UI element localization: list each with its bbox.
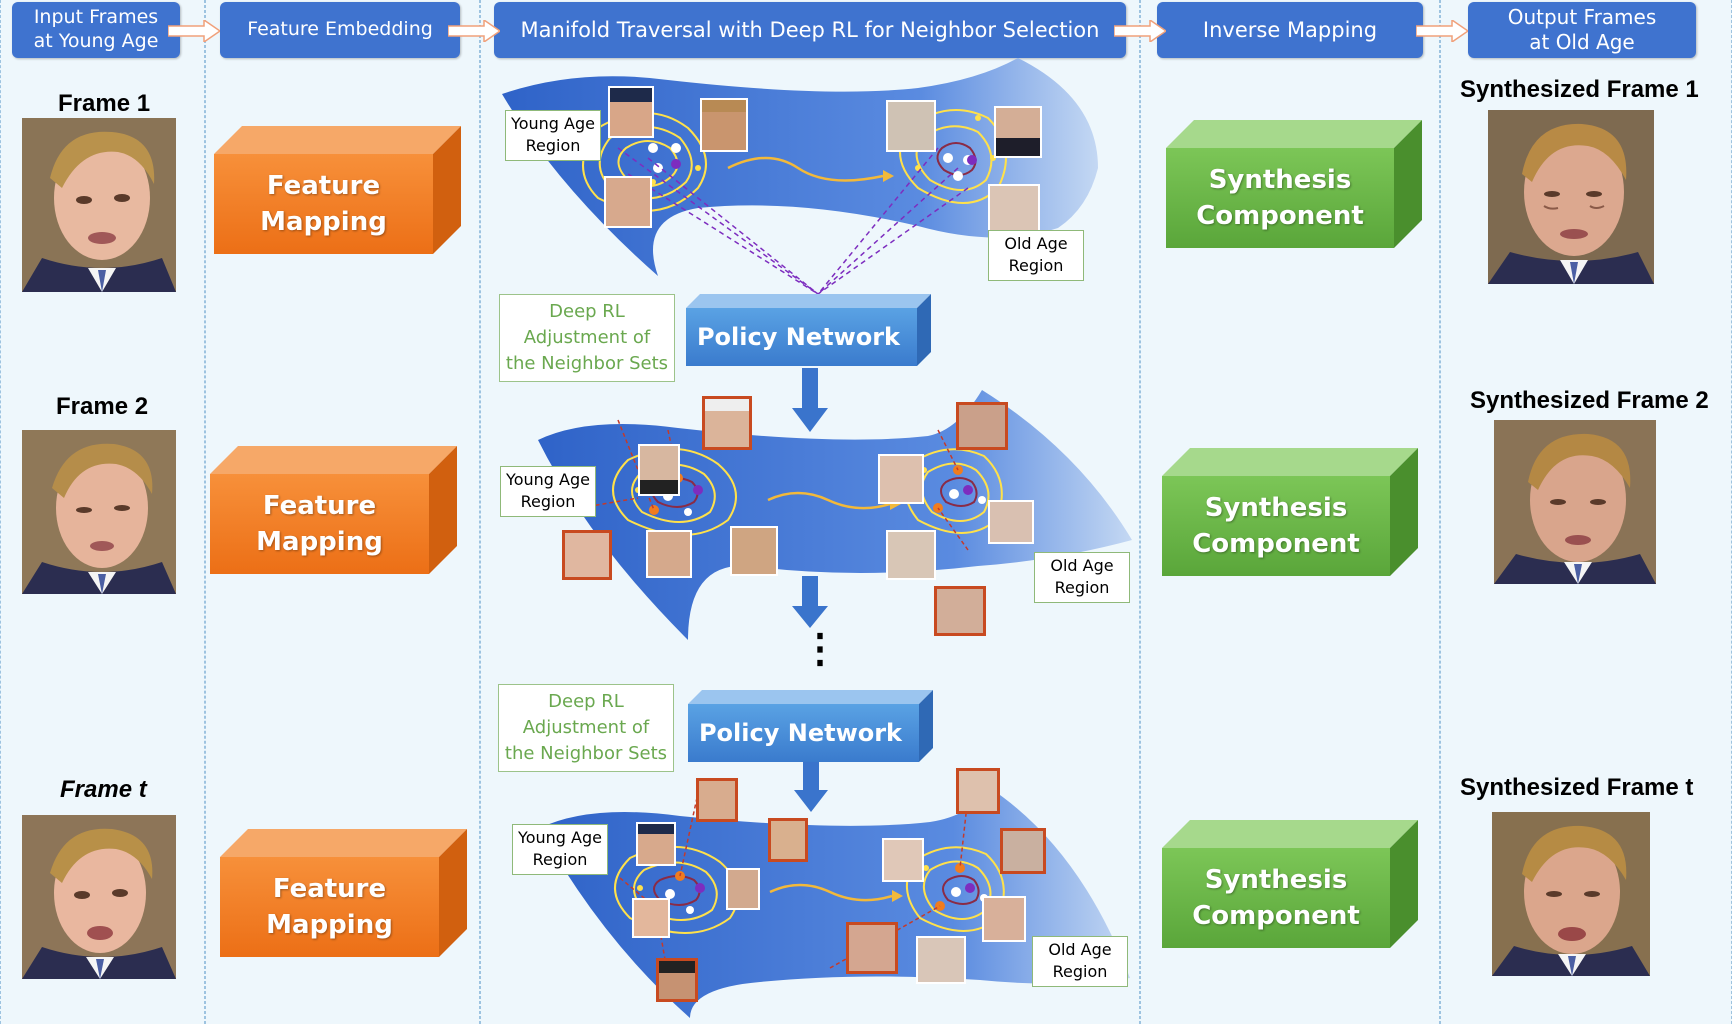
manifold-1 bbox=[502, 58, 1098, 295]
manifold-2 bbox=[538, 390, 1132, 640]
neighbor-face bbox=[886, 530, 936, 580]
neighbor-face bbox=[656, 958, 698, 1002]
output-face-frame-t bbox=[1492, 812, 1650, 976]
deep-rl-note-2: Deep RL Adjustment of the Neighbor Sets bbox=[498, 684, 674, 772]
neighbor-face bbox=[730, 526, 778, 576]
down-arrow-1 bbox=[792, 368, 828, 432]
neighbor-face bbox=[768, 818, 808, 862]
ellipsis-dots: ⋮ bbox=[800, 627, 840, 671]
policy-network-1: Policy Network bbox=[686, 294, 931, 366]
neighbor-face bbox=[982, 896, 1026, 942]
frame-2-title: Frame 2 bbox=[56, 393, 149, 420]
synthesized-frame-2-title: Synthesized Frame 2 bbox=[1470, 387, 1709, 414]
frame-t-title: Frame t bbox=[60, 776, 147, 803]
header-inverse-mapping: Inverse Mapping bbox=[1157, 2, 1423, 58]
neighbor-face bbox=[886, 100, 936, 152]
neighbor-face bbox=[632, 898, 670, 938]
feature-mapping-box-1: Feature Mapping bbox=[214, 126, 461, 256]
neighbor-face bbox=[846, 922, 898, 974]
down-arrow-3 bbox=[794, 762, 828, 812]
feature-mapping-box-2: Feature Mapping bbox=[210, 446, 457, 576]
synthesis-component-box-2: Synthesis Component bbox=[1162, 448, 1418, 578]
neighbor-face bbox=[988, 184, 1040, 236]
neighbor-face bbox=[934, 586, 986, 636]
deep-rl-note-1: Deep RL Adjustment of the Neighbor Sets bbox=[499, 294, 675, 382]
header-arrow-1 bbox=[168, 20, 220, 42]
input-face-frame-t bbox=[22, 815, 176, 979]
old-age-region-label-2: Old Age Region bbox=[1034, 552, 1130, 603]
young-age-region-label-1: Young Age Region bbox=[505, 110, 601, 161]
header-input-frames: Input Frames at Young Age bbox=[12, 2, 180, 58]
output-face-frame-1 bbox=[1488, 110, 1654, 284]
neighbor-face bbox=[988, 500, 1034, 544]
policy-network-2: Policy Network bbox=[688, 690, 933, 762]
manifold-3 bbox=[540, 768, 1130, 1018]
header-output-frames: Output Frames at Old Age bbox=[1468, 2, 1696, 58]
neighbor-face bbox=[916, 936, 966, 984]
synthesis-component-box-t: Synthesis Component bbox=[1162, 820, 1418, 950]
synthesized-frame-t-title: Synthesized Frame t bbox=[1460, 774, 1694, 801]
header-arrow-4 bbox=[1416, 20, 1468, 42]
neighbor-face bbox=[1000, 828, 1046, 874]
header-arrow-3 bbox=[1114, 20, 1166, 42]
young-age-region-label-2: Young Age Region bbox=[500, 466, 596, 517]
neighbor-face bbox=[726, 868, 760, 910]
neighbor-face bbox=[956, 768, 1000, 814]
neighbor-face bbox=[956, 402, 1008, 450]
neighbor-face bbox=[638, 444, 680, 496]
feature-mapping-box-t: Feature Mapping bbox=[220, 829, 467, 959]
input-face-frame-1 bbox=[22, 118, 176, 292]
neighbor-face bbox=[636, 822, 676, 866]
synthesis-component-box-1: Synthesis Component bbox=[1166, 120, 1422, 250]
neighbor-face bbox=[882, 838, 924, 882]
young-age-region-label-3: Young Age Region bbox=[512, 824, 608, 875]
neighbor-face bbox=[604, 176, 652, 228]
neighbor-face bbox=[696, 778, 738, 822]
down-arrow-2 bbox=[792, 576, 828, 628]
neighbor-face bbox=[994, 106, 1042, 158]
neighbor-face bbox=[646, 530, 692, 578]
synthesized-frame-1-title: Synthesized Frame 1 bbox=[1460, 76, 1699, 103]
header-manifold-traversal: Manifold Traversal with Deep RL for Neig… bbox=[494, 2, 1126, 58]
frame-1-title: Frame 1 bbox=[58, 90, 151, 117]
neighbor-face bbox=[700, 98, 748, 152]
neighbor-face bbox=[702, 396, 752, 450]
neighbor-face bbox=[562, 530, 612, 580]
header-arrow-2 bbox=[448, 20, 500, 42]
old-age-region-label-3: Old Age Region bbox=[1032, 936, 1128, 987]
old-age-region-label-1: Old Age Region bbox=[988, 230, 1084, 281]
neighbor-face bbox=[608, 86, 654, 138]
input-face-frame-2 bbox=[22, 430, 176, 594]
neighbor-face bbox=[878, 454, 924, 504]
output-face-frame-2 bbox=[1494, 420, 1656, 584]
header-feature-embedding: Feature Embedding bbox=[220, 2, 460, 58]
